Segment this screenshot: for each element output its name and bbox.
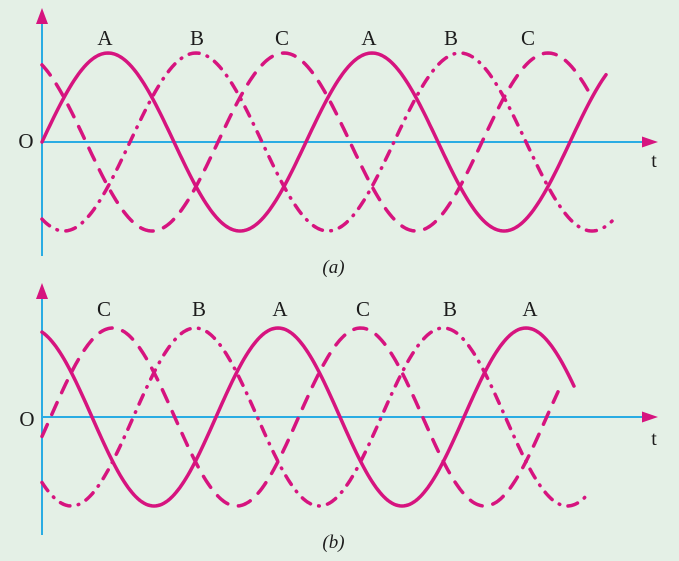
waveform-B-a bbox=[40, 51, 614, 233]
phase-label-a-1: B bbox=[190, 26, 204, 50]
phase-label-b-5: A bbox=[522, 297, 538, 321]
time-axis-label-b: t bbox=[651, 428, 657, 450]
time-axis-label-a: t bbox=[651, 150, 657, 172]
phase-label-b-2: A bbox=[272, 297, 288, 321]
time-axis-arrow-icon-a bbox=[642, 136, 658, 148]
phase-label-b-1: B bbox=[192, 297, 206, 321]
waveform-C-b bbox=[40, 326, 560, 508]
phase-label-a-3: A bbox=[361, 26, 377, 50]
phase-label-b-3: C bbox=[356, 297, 370, 321]
phase-label-a-0: A bbox=[97, 26, 113, 50]
origin-label-b: O bbox=[19, 407, 35, 431]
time-axis-arrow-icon-b bbox=[642, 411, 658, 423]
phase-label-b-4: B bbox=[443, 297, 457, 321]
caption-b: (b) bbox=[322, 532, 345, 553]
phase-label-a-2: C bbox=[275, 26, 289, 50]
waveform-C-a bbox=[40, 51, 594, 233]
waveform-B-b bbox=[40, 326, 592, 508]
phase-label-a-4: B bbox=[444, 26, 458, 50]
phase-label-b-0: C bbox=[97, 297, 111, 321]
phase-label-a-5: C bbox=[521, 26, 535, 50]
value-axis-arrow-icon-b bbox=[36, 283, 48, 299]
value-axis-arrow-icon-a bbox=[36, 8, 48, 24]
caption-a: (a) bbox=[322, 257, 345, 278]
waveform-A-a bbox=[40, 51, 608, 233]
origin-label-a: O bbox=[18, 129, 34, 153]
